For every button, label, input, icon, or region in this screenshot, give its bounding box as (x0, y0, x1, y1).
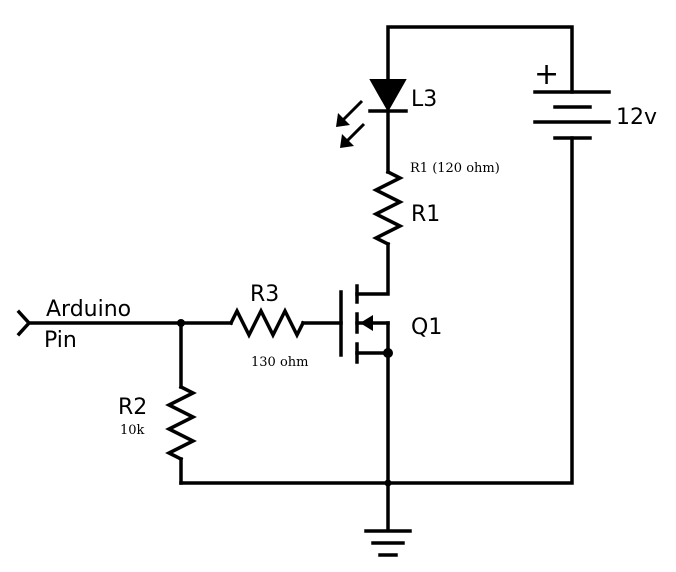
r3-label: R3 (250, 282, 279, 307)
resistor-r2 (165, 384, 197, 462)
mosfet-label: Q1 (411, 315, 442, 340)
ground-icon (364, 529, 412, 557)
arduino-label: Arduino (46, 297, 131, 322)
battery-voltage-label: 12v (616, 105, 657, 130)
resistor-r1 (372, 169, 404, 247)
mosfet-q1 (339, 284, 390, 364)
r1-label: R1 (411, 202, 440, 227)
led-label: L3 (411, 87, 437, 112)
junction-ground (384, 479, 392, 487)
battery-plus-label: + (534, 57, 559, 92)
resistor-r3 (228, 307, 306, 339)
r2-value-label: 10k (120, 423, 145, 438)
wire-r1-drain (355, 242, 390, 296)
led-light-arrows-icon (336, 99, 366, 148)
led-l3 (368, 79, 408, 113)
r2-label: R2 (118, 395, 147, 420)
arduino-pin-label: Pin (44, 328, 77, 353)
r3-value-label: 130 ohm (251, 355, 308, 370)
r1-note-label: R1 (120 ohm) (410, 161, 500, 176)
battery (533, 90, 611, 140)
wire-right-return (179, 136, 574, 485)
wire-top (386, 25, 574, 94)
